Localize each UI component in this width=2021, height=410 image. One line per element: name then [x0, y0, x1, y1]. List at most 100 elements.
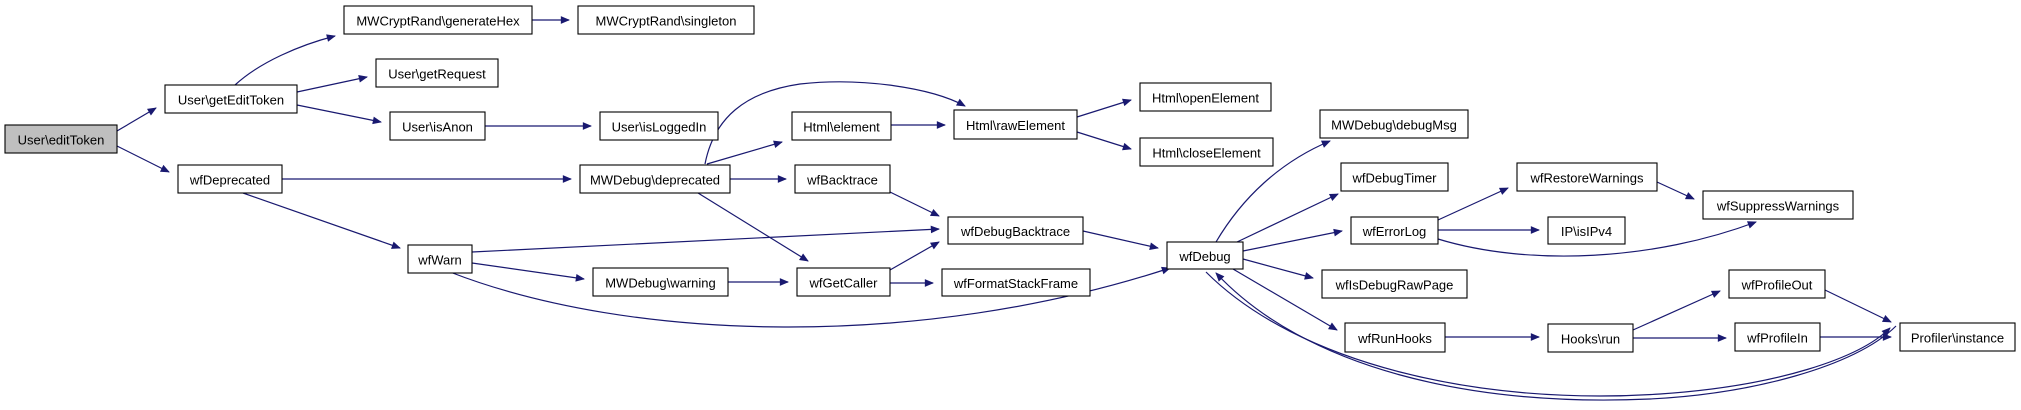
node-label-mwcryptrand-generatehex[interactable]: MWCryptRand\generateHex — [356, 14, 520, 29]
node-box-wfgetcaller[interactable] — [796, 267, 891, 297]
node-box-html-rawelement[interactable] — [953, 109, 1078, 140]
node-wfdebug[interactable]: wfDebug — [1166, 241, 1244, 270]
node-box-wfwarn[interactable] — [407, 244, 473, 274]
edge-wfgetcaller-to-wfdebugbacktrace — [889, 241, 940, 271]
node-user-isloggedin[interactable]: User\isLoggedIn — [599, 111, 719, 141]
node-label-mwdebug-debugmsg[interactable]: MWDebug\debugMsg — [1331, 118, 1457, 133]
node-box-wfdeprecated[interactable] — [177, 164, 283, 194]
node-box-html-closeelement[interactable] — [1139, 137, 1274, 167]
node-html-closeelement[interactable]: Html\closeElement — [1139, 137, 1274, 167]
node-box-hooks-run[interactable] — [1547, 323, 1634, 353]
node-ip-isipv4[interactable]: IP\isIPv4 — [1547, 216, 1626, 245]
node-box-wfrestorewarnings[interactable] — [1516, 162, 1658, 192]
node-box-wfdebugbacktrace[interactable] — [947, 216, 1084, 245]
node-box-mwcryptrand-singleton[interactable] — [577, 5, 755, 35]
node-profiler-instance[interactable]: Profiler\instance — [1899, 322, 2016, 352]
node-label-user-isloggedin[interactable]: User\isLoggedIn — [612, 120, 707, 135]
node-label-user-isanon[interactable]: User\isAnon — [402, 120, 473, 135]
node-wfprofileout[interactable]: wfProfileOut — [1728, 269, 1826, 299]
node-box-mwcryptrand-generatehex[interactable] — [343, 5, 533, 35]
node-label-wferrorlog[interactable]: wfErrorLog — [1362, 224, 1427, 239]
node-label-wfdebug[interactable]: wfDebug — [1178, 249, 1230, 264]
node-label-profiler-instance[interactable]: Profiler\instance — [1911, 331, 2004, 346]
node-label-wfprofilein[interactable]: wfProfileIn — [1746, 331, 1808, 346]
node-user-edittoken[interactable]: User\editToken — [4, 124, 118, 154]
node-label-wfrestorewarnings[interactable]: wfRestoreWarnings — [1530, 171, 1644, 186]
node-wfbacktrace[interactable]: wfBacktrace — [794, 164, 891, 194]
node-label-ip-isipv4[interactable]: IP\isIPv4 — [1561, 224, 1612, 239]
node-box-user-edittoken[interactable] — [4, 124, 118, 154]
node-wfprofilein[interactable]: wfProfileIn — [1734, 322, 1821, 352]
edge-wfdebug-to-profiler-instance — [1205, 271, 1891, 397]
node-wferrorlog[interactable]: wfErrorLog — [1350, 216, 1439, 245]
node-label-wfdebugbacktrace[interactable]: wfDebugBacktrace — [960, 224, 1070, 239]
node-label-wfprofileout[interactable]: wfProfileOut — [1741, 278, 1813, 293]
node-label-wfrunhooks[interactable]: wfRunHooks — [1357, 331, 1432, 346]
node-box-wfformatstackframe[interactable] — [941, 268, 1091, 297]
node-wfrestorewarnings[interactable]: wfRestoreWarnings — [1516, 162, 1658, 192]
node-html-rawelement[interactable]: Html\rawElement — [953, 109, 1078, 140]
node-label-html-openelement[interactable]: Html\openElement — [1152, 91, 1259, 106]
node-box-html-openelement[interactable] — [1139, 82, 1272, 112]
node-box-wfprofilein[interactable] — [1734, 322, 1821, 352]
node-mwdebug-warning[interactable]: MWDebug\warning — [592, 267, 729, 297]
node-user-getrequest[interactable]: User\getRequest — [375, 58, 499, 88]
node-wfformatstackframe[interactable]: wfFormatStackFrame — [941, 268, 1091, 297]
node-label-user-getrequest[interactable]: User\getRequest — [388, 67, 486, 82]
node-wfdeprecated[interactable]: wfDeprecated — [177, 164, 283, 194]
node-label-wfdeprecated[interactable]: wfDeprecated — [189, 173, 270, 188]
node-label-wfisdebugrawpage[interactable]: wfIsDebugRawPage — [1335, 278, 1454, 293]
node-user-getedittoken[interactable]: User\getEditToken — [164, 84, 298, 114]
node-box-ip-isipv4[interactable] — [1547, 216, 1626, 245]
node-box-profiler-instance[interactable] — [1899, 322, 2016, 352]
node-html-openelement[interactable]: Html\openElement — [1139, 82, 1272, 112]
node-label-wfsuppresswarnings[interactable]: wfSuppressWarnings — [1716, 199, 1840, 214]
node-wfwarn[interactable]: wfWarn — [407, 244, 473, 274]
node-wfisdebugrawpage[interactable]: wfIsDebugRawPage — [1321, 269, 1468, 299]
node-label-mwdebug-deprecated[interactable]: MWDebug\deprecated — [590, 173, 720, 188]
node-mwdebug-debugmsg[interactable]: MWDebug\debugMsg — [1319, 109, 1469, 139]
node-label-wfbacktrace[interactable]: wfBacktrace — [806, 173, 878, 188]
node-box-wfdebug[interactable] — [1166, 241, 1244, 270]
node-label-user-edittoken[interactable]: User\editToken — [18, 133, 105, 148]
node-box-mwdebug-warning[interactable] — [592, 267, 729, 297]
node-wfrunhooks[interactable]: wfRunHooks — [1344, 322, 1446, 353]
node-box-wfisdebugrawpage[interactable] — [1321, 269, 1468, 299]
node-box-wferrorlog[interactable] — [1350, 216, 1439, 245]
node-box-user-isanon[interactable] — [389, 111, 486, 141]
node-label-mwdebug-warning[interactable]: MWDebug\warning — [605, 276, 716, 291]
node-label-wfwarn[interactable]: wfWarn — [417, 253, 462, 268]
node-box-wfbacktrace[interactable] — [794, 164, 891, 194]
node-box-wfsuppresswarnings[interactable] — [1702, 190, 1854, 220]
node-box-html-element[interactable] — [791, 111, 892, 141]
node-label-user-getedittoken[interactable]: User\getEditToken — [178, 93, 284, 108]
node-label-wfformatstackframe[interactable]: wfFormatStackFrame — [953, 276, 1078, 291]
node-box-wfrunhooks[interactable] — [1344, 322, 1446, 353]
node-box-wfdebugtimer[interactable] — [1340, 162, 1449, 192]
edge-mwdebug-deprecated-to-wfgetcaller — [697, 192, 809, 262]
node-label-hooks-run[interactable]: Hooks\run — [1561, 332, 1620, 347]
node-wfgetcaller[interactable]: wfGetCaller — [796, 267, 891, 297]
node-hooks-run[interactable]: Hooks\run — [1547, 323, 1634, 353]
node-html-element[interactable]: Html\element — [791, 111, 892, 141]
node-mwdebug-deprecated[interactable]: MWDebug\deprecated — [579, 164, 731, 194]
node-label-wfdebugtimer[interactable]: wfDebugTimer — [1351, 171, 1437, 186]
node-label-html-closeelement[interactable]: Html\closeElement — [1152, 146, 1261, 161]
node-box-user-getrequest[interactable] — [375, 58, 499, 88]
node-wfdebugbacktrace[interactable]: wfDebugBacktrace — [947, 216, 1084, 245]
node-wfdebugtimer[interactable]: wfDebugTimer — [1340, 162, 1449, 192]
node-box-mwdebug-debugmsg[interactable] — [1319, 109, 1469, 139]
node-box-mwdebug-deprecated[interactable] — [579, 164, 731, 194]
node-label-wfgetcaller[interactable]: wfGetCaller — [809, 276, 879, 291]
node-mwcryptrand-singleton[interactable]: MWCryptRand\singleton — [577, 5, 755, 35]
node-wfsuppresswarnings[interactable]: wfSuppressWarnings — [1702, 190, 1854, 220]
node-user-isanon[interactable]: User\isAnon — [389, 111, 486, 141]
node-box-wfprofileout[interactable] — [1728, 269, 1826, 299]
edge-wfdebugbacktrace-to-wfdebug — [1082, 230, 1159, 250]
node-box-user-getedittoken[interactable] — [164, 84, 298, 114]
node-label-html-rawelement[interactable]: Html\rawElement — [966, 118, 1065, 133]
node-label-mwcryptrand-singleton[interactable]: MWCryptRand\singleton — [596, 14, 737, 29]
node-box-user-isloggedin[interactable] — [599, 111, 719, 141]
node-mwcryptrand-generatehex[interactable]: MWCryptRand\generateHex — [343, 5, 533, 35]
node-label-html-element[interactable]: Html\element — [803, 120, 880, 135]
